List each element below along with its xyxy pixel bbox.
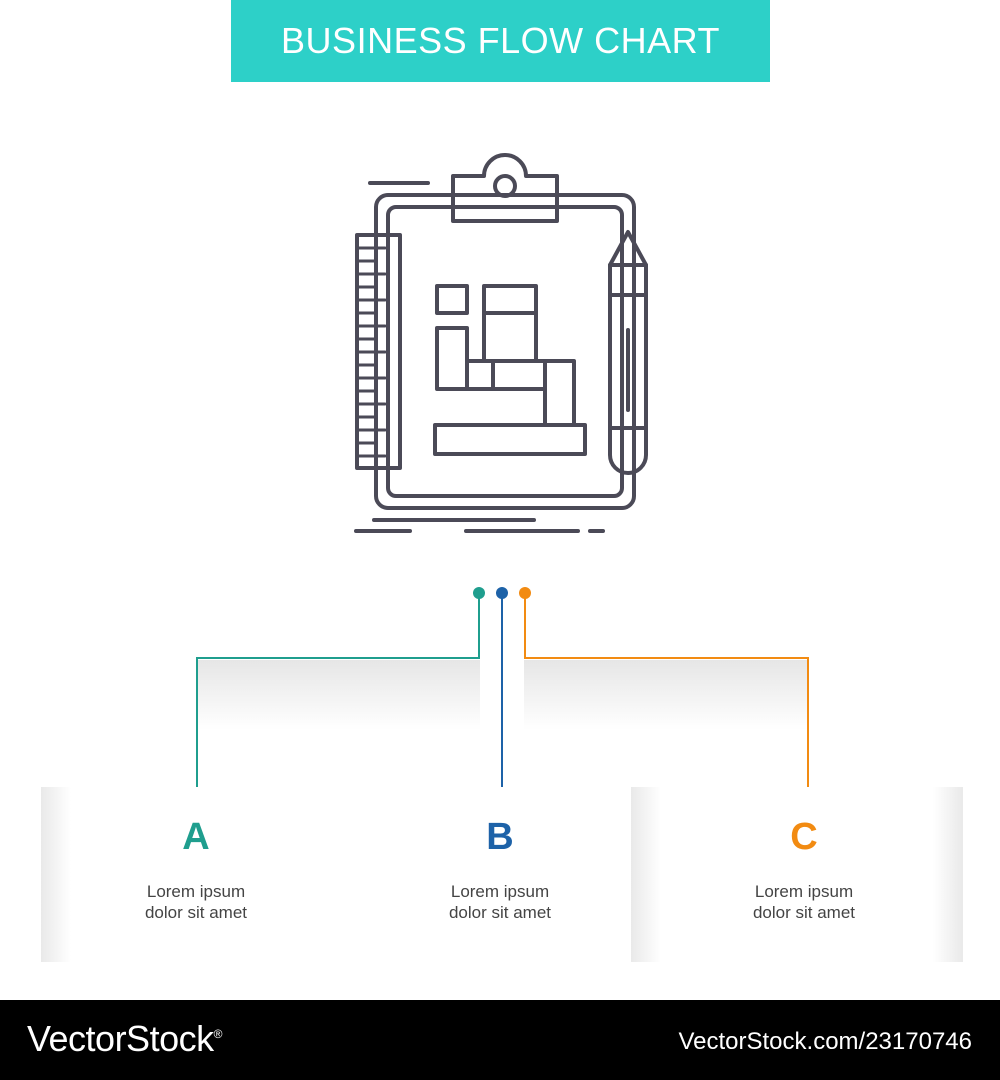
title-banner: BUSINESS FLOW CHART <box>231 0 770 82</box>
step-text-c-line1: Lorem ipsum <box>754 882 854 901</box>
step-letter-b: B <box>486 816 514 858</box>
step-card-b <box>336 787 668 962</box>
step-text-a-line1: Lorem ipsum <box>146 882 246 901</box>
connector-c <box>524 593 809 797</box>
connector-a <box>196 593 480 797</box>
dot-c <box>519 587 531 599</box>
step-text-b-line1: Lorem ipsum <box>450 882 550 901</box>
page-title: BUSINESS FLOW CHART <box>281 20 720 61</box>
step-text-b-line2: dolor sit amet <box>448 903 552 922</box>
step-text-a-line2: dolor sit amet <box>144 903 248 922</box>
connector-shade-left <box>197 660 480 730</box>
step-letter-c: C <box>790 816 818 858</box>
flow-connectors <box>196 587 809 797</box>
step-text-c-line2: dolor sit amet <box>752 903 856 922</box>
step-card-c <box>631 787 963 962</box>
step-text-b: Lorem ipsum dolor sit amet <box>400 881 600 923</box>
step-card-a <box>41 787 373 962</box>
step-letter-a: A <box>182 816 210 858</box>
dot-a <box>473 587 485 599</box>
footer-logo: VectorStock® <box>27 1018 222 1060</box>
clipboard-algorithm-icon <box>354 153 648 533</box>
registered-mark: ® <box>213 1027 223 1041</box>
footer-bar: VectorStock® VectorStock.com/23170746 <box>0 1000 1000 1080</box>
dot-b <box>496 587 508 599</box>
footer-image-id: VectorStock.com/23170746 <box>678 1028 972 1055</box>
connector-shade-right <box>524 660 808 730</box>
footer-brand: VectorStock <box>27 1018 214 1059</box>
step-text-a: Lorem ipsum dolor sit amet <box>96 881 296 923</box>
step-text-c: Lorem ipsum dolor sit amet <box>704 881 904 923</box>
